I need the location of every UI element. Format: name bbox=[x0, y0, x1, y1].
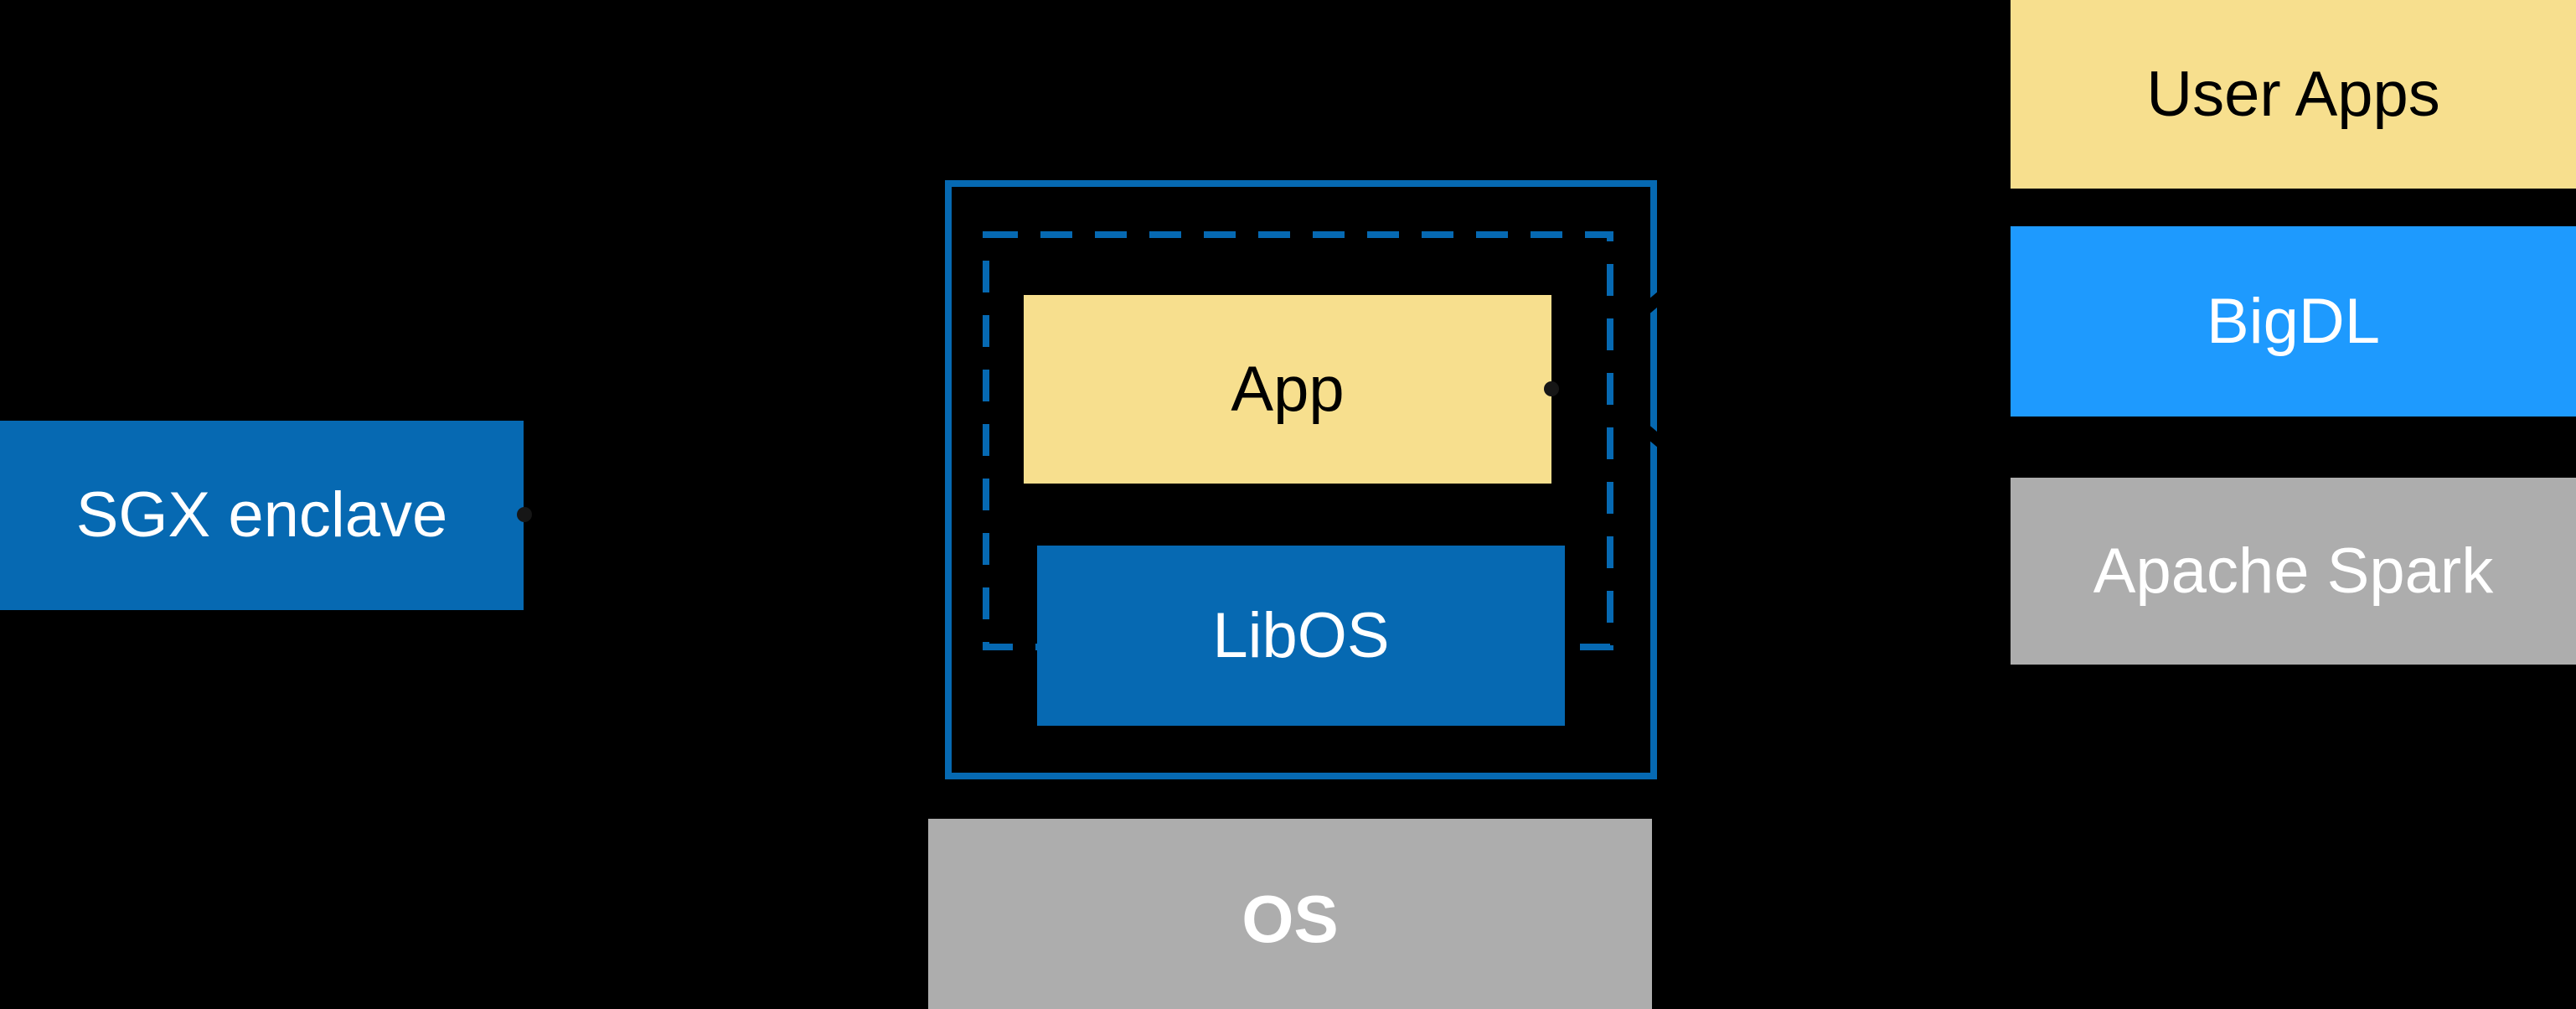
enclave-dashed-boundary bbox=[983, 231, 1613, 650]
enclave-container-border bbox=[945, 180, 1657, 779]
apache-spark-label: Apache Spark bbox=[2093, 535, 2494, 607]
sgx-enclave-box: SGX enclave bbox=[0, 421, 524, 610]
sgx-connector-arrowhead bbox=[517, 507, 532, 522]
app-connector-arrowhead bbox=[1544, 381, 1559, 396]
os-label: OS bbox=[1242, 882, 1339, 956]
libos-box: LibOS bbox=[1037, 546, 1565, 726]
apache-spark-box: Apache Spark bbox=[2011, 478, 2576, 665]
user-apps-label: User Apps bbox=[2146, 58, 2440, 130]
libos-label: LibOS bbox=[1212, 599, 1390, 671]
dashed-rect bbox=[983, 231, 1613, 650]
app-label: App bbox=[1231, 353, 1345, 425]
os-box: OS bbox=[928, 819, 1652, 1009]
sgx-enclave-label: SGX enclave bbox=[75, 479, 448, 551]
user-apps-box: User Apps bbox=[2011, 0, 2576, 189]
app-box: App bbox=[1024, 295, 1551, 484]
bigdl-box: BigDL bbox=[2011, 226, 2576, 417]
bigdl-label: BigDL bbox=[2207, 285, 2380, 357]
